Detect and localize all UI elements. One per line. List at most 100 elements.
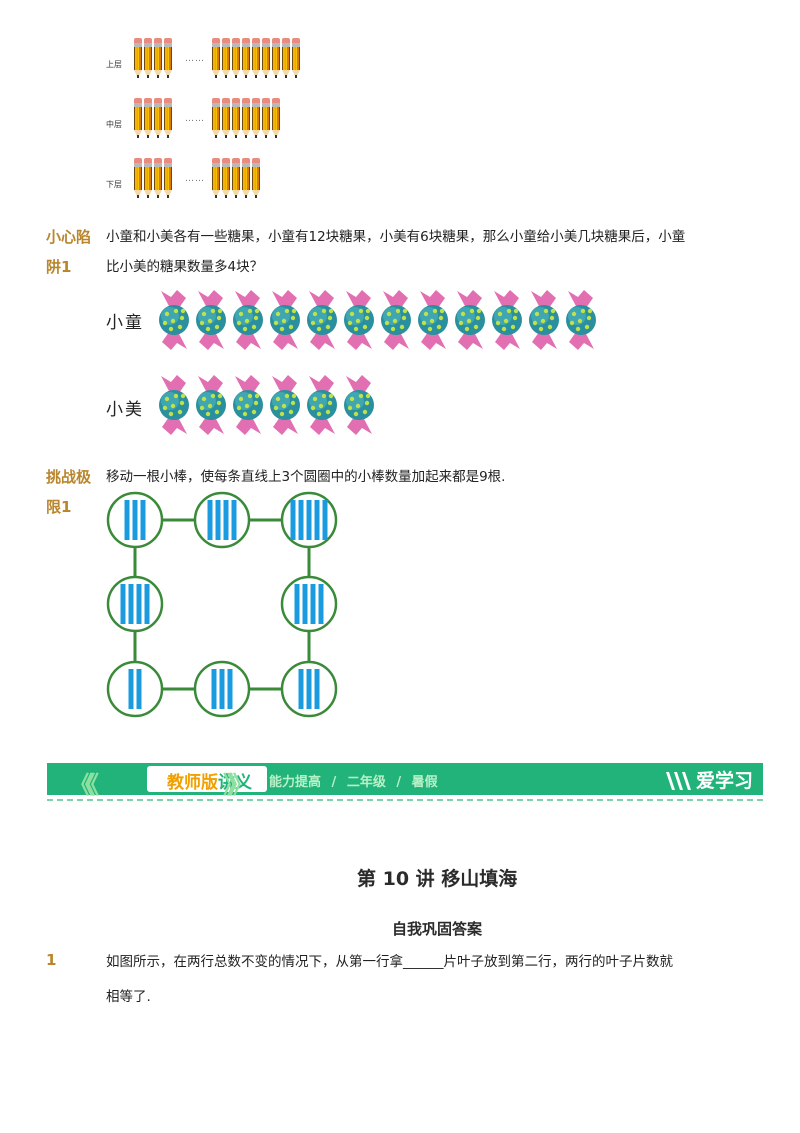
trap-tag-line2: 阱1 — [46, 258, 72, 276]
crumb-summer: 暑假 — [411, 775, 438, 790]
stick — [136, 584, 142, 624]
pencil-icon — [272, 38, 280, 78]
challenge-tag-line2: 限1 — [46, 498, 72, 516]
stick — [136, 669, 142, 709]
pencil-icon — [134, 98, 142, 138]
trap-text-line2: 比小美的糖果数量多4块？ — [106, 259, 264, 275]
stick-circle — [106, 575, 164, 633]
stick-square-diagram — [106, 491, 338, 718]
stick — [302, 584, 308, 624]
candy-icon — [196, 375, 226, 435]
pencil-icon — [272, 98, 280, 138]
stick — [318, 584, 324, 624]
pencil-group — [212, 38, 300, 78]
pencil-icon — [154, 158, 162, 198]
candy-label-xiaotong: 小童 — [106, 313, 144, 333]
pencil-icon — [242, 98, 250, 138]
stick — [207, 500, 213, 540]
pencil-icon — [212, 158, 220, 198]
q1-number: 1 — [46, 951, 57, 969]
stick-circle — [280, 491, 338, 549]
pencil-icon — [232, 38, 240, 78]
candy-icon — [344, 375, 374, 435]
pencil-icon — [144, 38, 152, 78]
candy-icon — [270, 375, 300, 435]
stick — [128, 669, 134, 709]
trap-tag: 小心陷 阱1 — [46, 222, 91, 282]
shelf-ellipsis: …… — [185, 114, 205, 124]
pencil-group — [134, 38, 172, 78]
brand-mark-icon — [665, 771, 691, 790]
shelf-label: 上层 — [106, 60, 122, 69]
shelf-ellipsis: …… — [185, 54, 205, 64]
candy-icon — [307, 375, 337, 435]
candy-icon — [492, 290, 522, 350]
pencil-icon — [164, 158, 172, 198]
stick — [231, 500, 237, 540]
pencil-group — [134, 158, 172, 198]
pencil-icon — [252, 158, 260, 198]
brand-logo: 爱学习 — [664, 766, 753, 793]
stick — [211, 669, 217, 709]
pencil-group — [134, 98, 172, 138]
pencil-icon — [242, 158, 250, 198]
pencil-icon — [262, 38, 270, 78]
stick — [306, 669, 312, 709]
stick — [322, 500, 328, 540]
stick-circle — [193, 660, 251, 718]
banner-dashed-divider — [47, 799, 763, 801]
pencil-icon — [212, 98, 220, 138]
q1-line2: 相等了. — [106, 989, 151, 1005]
challenge-tag-line1: 挑战极 — [46, 468, 92, 486]
chevron-left-icon: 《《 — [69, 771, 99, 799]
banner-white-pad — [147, 766, 267, 792]
candy-icon — [344, 290, 374, 350]
stick — [215, 500, 221, 540]
candy-icon — [233, 290, 263, 350]
banner-title: 教师版讲义 — [167, 768, 252, 793]
pencil-icon — [232, 98, 240, 138]
pencil-icon — [242, 38, 250, 78]
pencil-icon — [262, 98, 270, 138]
stick — [298, 669, 304, 709]
pencil-group — [212, 98, 280, 138]
candy-icon — [307, 290, 337, 350]
trap-text-line1: 小童和小美各有一些糖果，小童有12块糖果，小美有6块糖果，那么小童给小美几块糖果… — [106, 229, 686, 245]
stick — [124, 500, 130, 540]
stick — [314, 669, 320, 709]
candy-label-xiaomei: 小美 — [106, 400, 144, 420]
crumb-sep-2: / — [396, 775, 402, 790]
stick — [128, 584, 134, 624]
banner-title-b: 讲义 — [218, 773, 252, 793]
pencil-icon — [212, 38, 220, 78]
stick — [132, 500, 138, 540]
teacher-edition-banner: 《《 教师版讲义 》》 能力提高 / 二年级 / 暑假 爱学习 — [47, 763, 763, 799]
pencil-icon — [222, 38, 230, 78]
shelf-ellipsis: …… — [185, 174, 205, 184]
stick — [298, 500, 304, 540]
stick — [227, 669, 233, 709]
candy-icon — [196, 290, 226, 350]
stick — [314, 500, 320, 540]
q1-line1: 如图所示，在两行总数不变的情况下，从第一行拿______片叶子放到第二行，两行的… — [106, 954, 673, 970]
stick-circle — [280, 575, 338, 633]
pencil-icon — [154, 98, 162, 138]
chevron-right-icon: 》》 — [223, 771, 253, 799]
candy-icon — [418, 290, 448, 350]
banner-breadcrumb: 能力提高 / 二年级 / 暑假 — [269, 771, 438, 790]
candy-icon — [529, 290, 559, 350]
brand-name: 爱学习 — [695, 770, 753, 792]
candy-illustration — [159, 290, 596, 435]
pencil-icon — [154, 38, 162, 78]
pencil-icon — [164, 98, 172, 138]
banner-title-a: 教师版 — [167, 773, 218, 793]
stick — [294, 584, 300, 624]
pencil-icon — [282, 38, 290, 78]
candy-icon — [270, 290, 300, 350]
lecture-subtitle: 自我巩固答案 — [392, 920, 483, 938]
pencil-icon — [222, 158, 230, 198]
stick — [290, 500, 296, 540]
challenge-tag: 挑战极 限1 — [46, 462, 91, 522]
candy-icon — [566, 290, 596, 350]
pencil-icon — [144, 98, 152, 138]
